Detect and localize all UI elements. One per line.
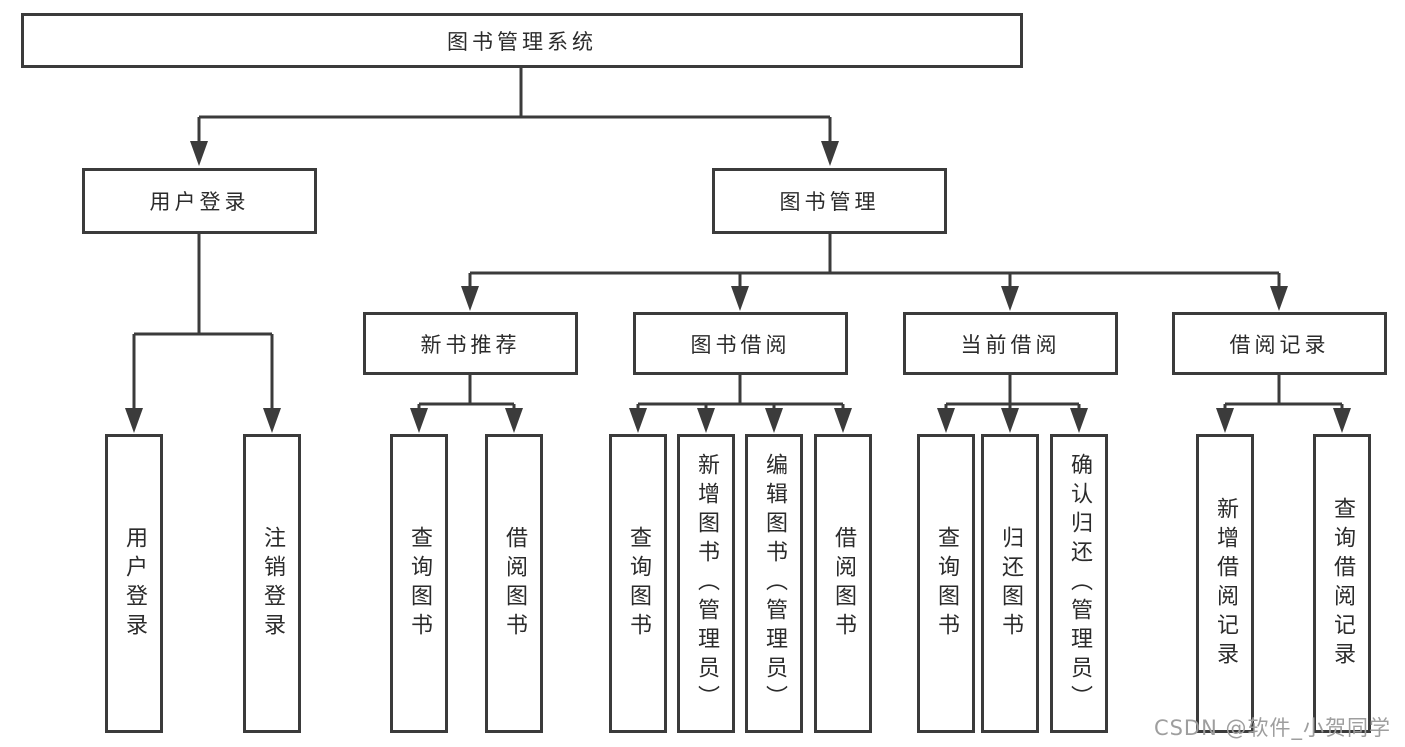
node-label: 新增图书（管理员）: [694, 453, 719, 714]
node-confirm-return-admin: 确认归还（管理员）: [1050, 434, 1108, 733]
watermark-text: CSDN @软件_小贺同学: [1153, 716, 1391, 740]
node-label: 查询借阅记录: [1330, 496, 1355, 671]
node-label: 归还图书: [998, 525, 1023, 642]
node-label: 新书推荐: [420, 332, 521, 357]
node-label: 图书借阅: [690, 332, 791, 357]
node-user-login: 用户登录: [82, 168, 317, 234]
node-label: 图书管理系统: [447, 29, 597, 54]
node-query-books-borrowing: 查询图书: [609, 434, 667, 733]
node-book-management: 图书管理: [712, 168, 947, 234]
node-add-borrowing-record: 新增借阅记录: [1196, 434, 1254, 733]
node-user-login-action: 用户登录: [105, 434, 163, 733]
node-label: 当前借阅: [960, 332, 1061, 357]
node-label: 借阅记录: [1229, 332, 1330, 357]
node-label: 查询图书: [934, 525, 959, 642]
node-query-books-current: 查询图书: [917, 434, 975, 733]
node-query-borrowing-record: 查询借阅记录: [1313, 434, 1371, 733]
node-query-books-recommend: 查询图书: [390, 434, 448, 733]
node-add-books-admin: 新增图书（管理员）: [677, 434, 735, 733]
node-library-system: 图书管理系统: [21, 13, 1023, 68]
arrowheads: [125, 141, 1351, 433]
node-return-books: 归还图书: [981, 434, 1039, 733]
node-borrow-books-recommend: 借阅图书: [485, 434, 543, 733]
node-label: 新增借阅记录: [1213, 496, 1238, 671]
node-new-book-recommendation: 新书推荐: [363, 312, 578, 375]
node-borrowing-records: 借阅记录: [1172, 312, 1387, 375]
node-label: 编辑图书（管理员）: [762, 453, 787, 714]
node-label: 借阅图书: [831, 525, 856, 642]
node-edit-books-admin: 编辑图书（管理员）: [745, 434, 803, 733]
node-label: 用户登录: [122, 525, 147, 642]
node-current-borrowing: 当前借阅: [903, 312, 1118, 375]
node-label: 图书管理: [779, 190, 880, 214]
node-label: 查询图书: [407, 525, 432, 642]
node-borrow-books-borrowing: 借阅图书: [814, 434, 872, 733]
node-label: 注销登录: [260, 525, 285, 642]
node-book-borrowing: 图书借阅: [633, 312, 848, 375]
connector-paths: [132, 68, 1344, 410]
node-logout-action: 注销登录: [243, 434, 301, 733]
node-label: 借阅图书: [502, 525, 527, 642]
node-label: 确认归还（管理员）: [1067, 453, 1092, 714]
node-label: 查询图书: [626, 525, 651, 642]
node-label: 用户登录: [149, 190, 250, 214]
